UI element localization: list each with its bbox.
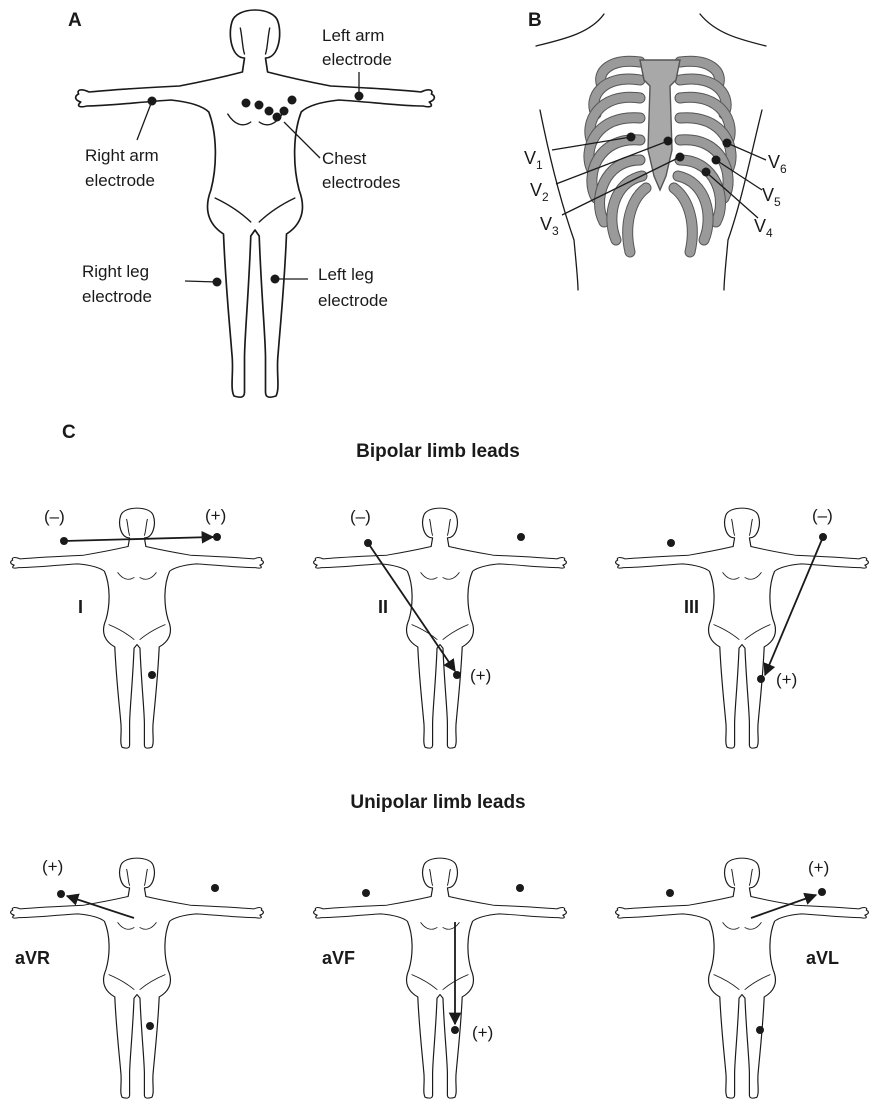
lead-ii-arm-electrode (517, 533, 525, 541)
v6-label: 6 (780, 162, 787, 176)
lead-iii-body (616, 508, 869, 748)
lead-iii-negative-label: (–) (812, 506, 833, 525)
lead-i-body (11, 508, 264, 748)
v1-prefix: V (524, 148, 536, 168)
avr-positive-label: (+) (42, 857, 63, 876)
avl-arm-electrode (666, 889, 674, 897)
svg-text:V4: V4 (754, 216, 773, 240)
panel-label-c: C (62, 422, 76, 443)
avr-arm-electrode (211, 884, 219, 892)
avr-label: aVR (15, 948, 50, 968)
lead-ii-positive-label: (+) (470, 666, 491, 685)
avl-leg-electrode (756, 1026, 764, 1034)
lead-i-label: I (78, 597, 83, 617)
lead-iii-label: III (684, 597, 699, 617)
chest-label-1: Chest (322, 149, 367, 168)
right-arm-label-1: Right arm (85, 146, 159, 165)
svg-text:V2: V2 (530, 180, 549, 204)
v4-prefix: V (754, 216, 766, 236)
avf-label: aVF (322, 948, 355, 968)
avr-positive-electrode (57, 890, 65, 898)
v4-label: 4 (766, 226, 773, 240)
v3-label: 3 (552, 224, 559, 238)
lead-i-leg-electrode (148, 671, 156, 679)
lead-iii-positive-label: (+) (776, 670, 797, 689)
chest-label-2: electrodes (322, 173, 400, 192)
panel-label-b: B (528, 10, 542, 31)
lead-ii-positive-electrode (453, 671, 461, 679)
lead-i-positive-label: (+) (205, 506, 226, 525)
v2-label: 2 (542, 190, 549, 204)
v5-label: 5 (774, 195, 781, 209)
svg-text:V3: V3 (540, 214, 559, 238)
lead-ii-negative-label: (–) (350, 507, 371, 526)
lead-i-negative-label: (–) (44, 507, 65, 526)
left-leg-label-1: Left leg (318, 265, 374, 284)
right-leg-label-1: Right leg (82, 262, 149, 281)
v5-prefix: V (762, 185, 774, 205)
avl-positive-electrode (818, 888, 826, 896)
lead-avf-body (314, 858, 567, 1098)
svg-text:V1: V1 (524, 148, 543, 172)
bipolar-heading: Bipolar limb leads (356, 441, 520, 462)
v1-label: 1 (536, 158, 543, 172)
right-arm-label-2: electrode (85, 171, 155, 190)
lead-ii-body (314, 508, 567, 748)
lead-ii-label: II (378, 597, 388, 617)
lead-iii-arm-electrode (667, 539, 675, 547)
right-leg-label-2: electrode (82, 287, 152, 306)
avl-positive-label: (+) (808, 858, 829, 877)
avf-positive-label: (+) (472, 1023, 493, 1042)
panel-b-ribcage (536, 14, 766, 290)
svg-text:V5: V5 (762, 185, 781, 209)
v2-prefix: V (530, 180, 542, 200)
avf-arm-electrode-left (516, 884, 524, 892)
v6-prefix: V (768, 152, 780, 172)
avl-label: aVL (806, 948, 839, 968)
avf-positive-electrode (451, 1026, 459, 1034)
svg-text:V6: V6 (768, 152, 787, 176)
left-leg-label-2: electrode (318, 291, 388, 310)
right-leg-leader (185, 281, 217, 282)
right-arm-leader (137, 101, 152, 140)
lead-avr-body (11, 858, 264, 1098)
unipolar-heading: Unipolar limb leads (350, 792, 525, 813)
avf-arm-electrode-right (362, 889, 370, 897)
lead-iii-positive-electrode (757, 675, 765, 683)
avr-leg-electrode (146, 1022, 154, 1030)
v3-prefix: V (540, 214, 552, 234)
left-arm-label-2: electrode (322, 50, 392, 69)
panel-label-a: A (68, 10, 82, 31)
lead-avl-body (616, 858, 869, 1098)
lead-i-positive-electrode (213, 533, 221, 541)
left-arm-label-1: Left arm (322, 26, 384, 45)
